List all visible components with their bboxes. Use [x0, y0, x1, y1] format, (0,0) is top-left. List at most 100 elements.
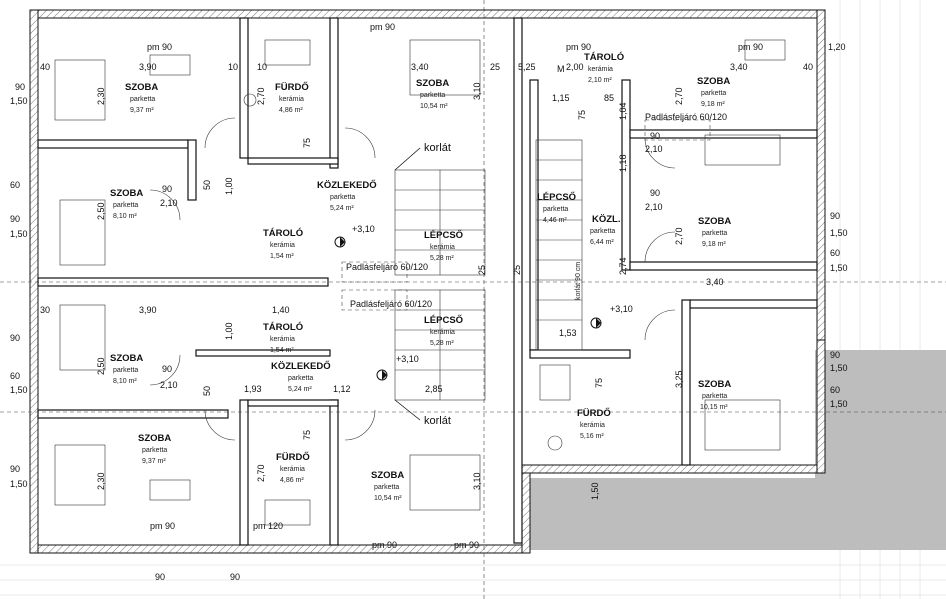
korlat-arrow-bottom	[394, 399, 421, 421]
dim-10-b: 10	[257, 62, 267, 72]
room-19-name: SZOBA	[138, 433, 171, 444]
dim-50-a: 50	[202, 180, 212, 190]
dim-90-b: 90	[162, 364, 172, 374]
dim-60-right-1: 60	[830, 248, 840, 258]
pm90-label-7: pm 90	[454, 540, 479, 550]
dim-90-side-1: 90	[15, 82, 25, 92]
dim-274: 2,74	[618, 257, 628, 275]
room-15-material: parketta	[288, 375, 313, 382]
pm90-label-4: pm 90	[738, 42, 763, 52]
room-16-area: 5,28 m²	[430, 340, 454, 347]
dim-390-top: 3,90	[139, 62, 157, 72]
dim-150-side-2: 1,50	[10, 229, 28, 239]
dim-75-a: 75	[302, 138, 312, 148]
dim-340-top: 3,40	[411, 62, 429, 72]
dim-104: 1,04	[618, 102, 628, 120]
m-label: M	[557, 64, 565, 74]
dim-90-d: 90	[650, 131, 660, 141]
dim-60-side-2: 60	[10, 371, 20, 381]
korlat90-label: korlát 90 cm	[575, 262, 582, 300]
room-4-name: TÁROLÓ	[584, 51, 624, 63]
room-8-name: TÁROLÓ	[263, 227, 303, 239]
room-19-material: parketta	[142, 447, 167, 454]
dim-90-bottom-1: 90	[155, 572, 165, 582]
korlat-label-top: korlát	[424, 142, 451, 154]
dim-90-right-1: 90	[830, 211, 840, 221]
dim-270-a: 2,70	[256, 87, 266, 105]
room-3-material: parketta	[420, 92, 445, 99]
dim-90-side-2: 90	[10, 214, 20, 224]
dim-150-bottom: 1,50	[590, 482, 600, 500]
dim-150-right-4: 1,50	[830, 399, 848, 409]
room-19-area: 9,37 m²	[142, 458, 166, 465]
room-1-area: 9,37 m²	[130, 107, 154, 114]
door-swings	[149, 117, 676, 441]
dim-250-b: 2,50	[96, 357, 106, 375]
dim-118: 1,18	[618, 154, 628, 172]
room-9-area: 5,28 m²	[430, 255, 454, 262]
room-1-material: parketta	[130, 96, 155, 103]
room-11-name: KÖZL.	[592, 214, 621, 225]
dim-340-mid: 3,40	[706, 277, 724, 287]
room-16-material: kerámia	[430, 329, 455, 336]
dim-210-d: 2,10	[645, 202, 663, 212]
dim-90-a: 90	[162, 184, 172, 194]
dim-230-a: 2,30	[96, 87, 106, 105]
dim-140: 1,40	[272, 305, 290, 315]
pm90-label-5: pm 90	[150, 521, 175, 531]
dim-340-right: 3,40	[730, 62, 748, 72]
dim-90-side-3: 90	[10, 333, 20, 343]
room-21-material: parketta	[374, 484, 399, 491]
room-17-area: 10,15 m²	[700, 404, 728, 411]
stair-east	[535, 139, 583, 351]
room-1-name: SZOBA	[125, 82, 158, 93]
dim-60-side-1: 60	[10, 180, 20, 190]
room-13-area: 8,10 m²	[113, 378, 137, 385]
dim-210-b: 2,10	[160, 380, 178, 390]
room-13-name: SZOBA	[110, 353, 143, 364]
dim-270-b: 2,70	[256, 464, 266, 482]
dim-40-tl: 40	[40, 62, 50, 72]
dim-120: 1,20	[828, 42, 846, 52]
room-17-material: parketta	[702, 393, 727, 400]
room-11-material: parketta	[590, 228, 615, 235]
dim-90-right-2: 90	[830, 350, 840, 360]
dim-25-a: 25	[490, 62, 500, 72]
room-18-area: 5,16 m²	[580, 433, 604, 440]
level-label-1: +3,10	[352, 224, 375, 234]
room-12-name: SZOBA	[698, 216, 731, 227]
dim-285: 2,85	[425, 384, 443, 394]
padlas-label-1: Padlásfeljáró 60/120	[346, 262, 428, 272]
dim-115: 1,15	[552, 93, 570, 103]
room-8-material: kerámia	[270, 242, 295, 249]
dim-230-b: 2,30	[96, 472, 106, 490]
room-6-material: parketta	[113, 202, 138, 209]
room-17-name: SZOBA	[698, 379, 731, 390]
room-14-area: 1,54 m²	[270, 347, 294, 354]
room-20-name: FÜRDŐ	[276, 451, 310, 463]
room-8-area: 1,54 m²	[270, 253, 294, 260]
dim-153: 1,53	[559, 328, 577, 338]
room-20-area: 4,86 m²	[280, 477, 304, 484]
dim-210-c: 2,10	[645, 144, 663, 154]
level-markers	[334, 236, 602, 381]
dim-40-tr: 40	[803, 62, 813, 72]
room-14-name: TÁROLÓ	[263, 321, 303, 333]
room-21-area: 10,54 m²	[374, 495, 402, 502]
room-labels: SZOBA parketta 9,37 m² FÜRDŐ kerámia 4,8…	[110, 51, 731, 502]
pm90-label-3: pm 90	[566, 42, 591, 52]
room-15-area: 5,24 m²	[288, 386, 312, 393]
dim-310-a: 3,10	[472, 82, 482, 100]
padlas-label-3: Padlásfeljáró 60/120	[645, 112, 727, 122]
dim-90-side-4: 90	[10, 464, 20, 474]
furniture	[54, 39, 786, 526]
stair-west-upper	[394, 169, 486, 276]
dim-150-side-1: 1,50	[10, 96, 28, 106]
dim-75-b: 75	[302, 430, 312, 440]
room-3-name: SZOBA	[416, 78, 449, 89]
room-9-material: kerámia	[430, 244, 455, 251]
room-11-area: 6,44 m²	[590, 239, 614, 246]
dim-30-mid: 30	[40, 305, 50, 315]
dim-310-b: 3,10	[472, 472, 482, 490]
